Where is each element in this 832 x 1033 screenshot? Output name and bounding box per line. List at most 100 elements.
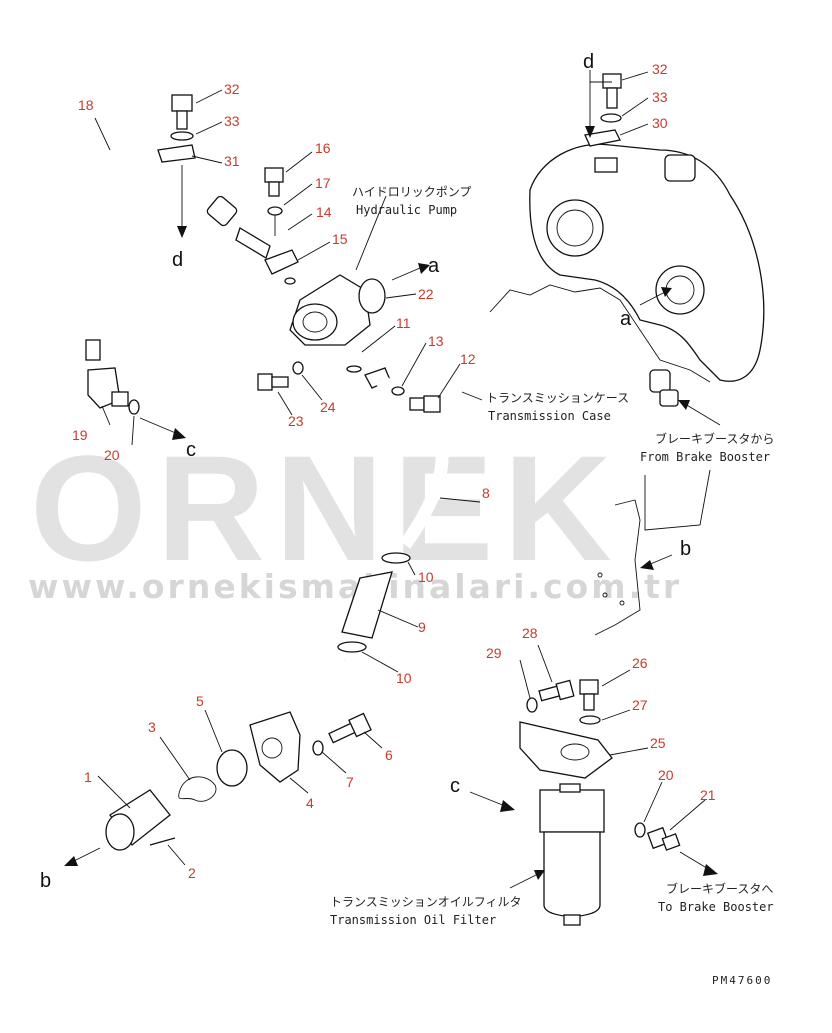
part-label-33-right: 33 bbox=[652, 89, 668, 105]
booster-plate bbox=[594, 469, 711, 636]
washer-17 bbox=[267, 206, 283, 216]
oring-15 bbox=[284, 277, 296, 285]
part-label-30: 30 bbox=[652, 115, 668, 131]
arrow-b-left-head bbox=[64, 856, 78, 866]
arrow-c-right-head bbox=[500, 800, 515, 812]
pipe-lower-inner bbox=[295, 656, 351, 730]
letter-c-right: c bbox=[450, 775, 460, 797]
label-transmission-case-jp: トランスミッションケース bbox=[486, 391, 629, 405]
part-label-28: 28 bbox=[522, 625, 538, 641]
booster-lines bbox=[644, 469, 711, 531]
label-from-booster-en: From Brake Booster bbox=[640, 450, 770, 464]
arrow-to-booster-head bbox=[703, 864, 718, 876]
letter-d-left: d bbox=[172, 249, 183, 271]
bolt-32-shank bbox=[176, 110, 188, 130]
nipple-21-end bbox=[661, 833, 681, 851]
oring-11 bbox=[346, 365, 362, 373]
label-oil-filter-en: Transmission Oil Filter bbox=[330, 913, 496, 927]
leader-lines bbox=[94, 71, 706, 866]
label-transmission-case-en: Transmission Case bbox=[488, 409, 611, 423]
part-label-12: 12 bbox=[460, 351, 476, 367]
bolt-12-shank bbox=[409, 397, 425, 411]
suction-line bbox=[64, 365, 449, 866]
washer-13 bbox=[391, 386, 405, 396]
part-label-32-left: 32 bbox=[224, 81, 240, 97]
washer-27 bbox=[579, 715, 601, 725]
bracket-25 bbox=[519, 721, 613, 779]
pump-face-inner bbox=[302, 311, 328, 333]
letter-c-left: c bbox=[186, 439, 196, 461]
part-number-labels: 1 2 3 4 5 6 7 8 9 10 10 11 12 13 14 15 1… bbox=[72, 61, 716, 881]
case-bracket bbox=[594, 157, 618, 173]
bolt-26-head bbox=[579, 679, 599, 695]
drawing-number: PM47600 bbox=[712, 974, 772, 987]
arrow-c-left-line bbox=[139, 417, 179, 435]
arrow-c-right-line bbox=[469, 791, 506, 807]
part-label-15: 15 bbox=[332, 231, 348, 247]
pipe-8-inner bbox=[376, 374, 449, 549]
bolt-32-head bbox=[171, 94, 193, 112]
label-hydraulic-pump-en: Hydraulic Pump bbox=[356, 203, 457, 217]
spring-3 bbox=[178, 776, 217, 802]
washer-33 bbox=[170, 131, 194, 141]
arrow-from-booster-head bbox=[678, 400, 690, 410]
case-break-line bbox=[489, 284, 711, 383]
oring-20-left bbox=[128, 399, 140, 415]
transmission-case bbox=[489, 73, 765, 407]
tube-14 bbox=[235, 227, 271, 259]
label-from-booster-jp: ブレーキブースタから bbox=[655, 431, 774, 446]
part-label-13: 13 bbox=[428, 333, 444, 349]
part-label-5: 5 bbox=[196, 693, 204, 709]
letter-d-right: d bbox=[583, 51, 594, 73]
part-label-26: 26 bbox=[632, 655, 648, 671]
case-bore-right bbox=[655, 265, 705, 315]
arrow-a-pump-head bbox=[418, 263, 430, 274]
part-label-6: 6 bbox=[385, 747, 393, 763]
reference-letters: a a b b c c d d bbox=[40, 51, 691, 892]
watermark: ORNEK www.ornekismakinalari.com.tr bbox=[28, 424, 679, 606]
case-bore-left bbox=[546, 199, 604, 257]
arrow-a-case-line bbox=[639, 291, 666, 306]
part-label-17: 17 bbox=[315, 175, 331, 191]
hose-18-fitting bbox=[206, 195, 238, 227]
part-label-20-right: 20 bbox=[658, 767, 674, 783]
arrow-d-right-head bbox=[585, 126, 595, 138]
part-label-8: 8 bbox=[482, 485, 490, 501]
hose-18-inner bbox=[88, 150, 161, 350]
arrow-filter-label-line bbox=[509, 873, 539, 889]
elbow-19-nipple bbox=[111, 391, 129, 407]
watermark-brand: ORNEK bbox=[30, 424, 622, 592]
letter-a-case: a bbox=[620, 308, 632, 330]
hydraulic-pump bbox=[235, 167, 430, 391]
part-label-4: 4 bbox=[306, 795, 314, 811]
fitting-from-booster-nut bbox=[659, 389, 679, 407]
part-label-16: 16 bbox=[315, 140, 331, 156]
plate-hole-1 bbox=[597, 572, 603, 578]
bracket-25-hole bbox=[560, 743, 590, 761]
bolt-12-head bbox=[423, 395, 441, 413]
arrow-c-left-head bbox=[172, 428, 186, 440]
leader-case-label bbox=[461, 391, 483, 401]
part-label-1: 1 bbox=[84, 769, 92, 785]
washer-7 bbox=[312, 740, 324, 756]
arrow-d-left-head bbox=[177, 226, 187, 238]
filter-head bbox=[539, 789, 605, 833]
oring-20-right bbox=[634, 822, 646, 838]
oil-filter bbox=[469, 679, 718, 926]
label-oil-filter-jp: トランスミッションオイルフィルタ bbox=[330, 895, 522, 909]
arrow-a-pump-line bbox=[391, 267, 421, 281]
clamp-10-upper bbox=[381, 552, 411, 564]
part-label-24: 24 bbox=[320, 399, 336, 415]
hose-18 bbox=[85, 94, 238, 415]
component-labels: ハイドロリックポンプ Hydraulic Pump トランスミッションケース T… bbox=[330, 185, 774, 987]
plate-hole-3 bbox=[619, 600, 625, 606]
case-body bbox=[529, 143, 765, 382]
arrow-b-right-head bbox=[640, 560, 654, 570]
bolt-16-head bbox=[264, 167, 284, 183]
clamp-31 bbox=[157, 144, 196, 163]
part-label-32-right: 32 bbox=[652, 61, 668, 77]
clamp-10-lower bbox=[337, 641, 367, 653]
nipple-21-hex bbox=[646, 826, 670, 850]
